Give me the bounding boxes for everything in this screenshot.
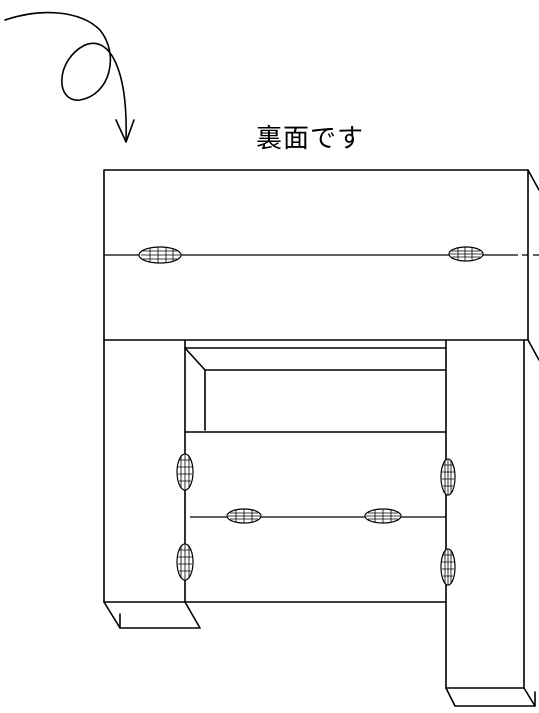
dowel-top-right [448,246,484,262]
rotate-arrow-icon [4,11,135,143]
dowel-right-upper [440,458,456,496]
back-side-caption: 裏面です [256,124,365,154]
inner-frame [184,347,447,603]
right-leg [445,339,536,707]
dowel-bottom-right [364,508,402,524]
dowel-left-upper [176,453,194,491]
dowel-top-left [138,246,182,264]
dowel-right-lower [440,548,456,586]
dowel-left-lower [176,543,194,581]
top-rail [103,169,539,361]
dowel-bottom-left [226,508,262,524]
